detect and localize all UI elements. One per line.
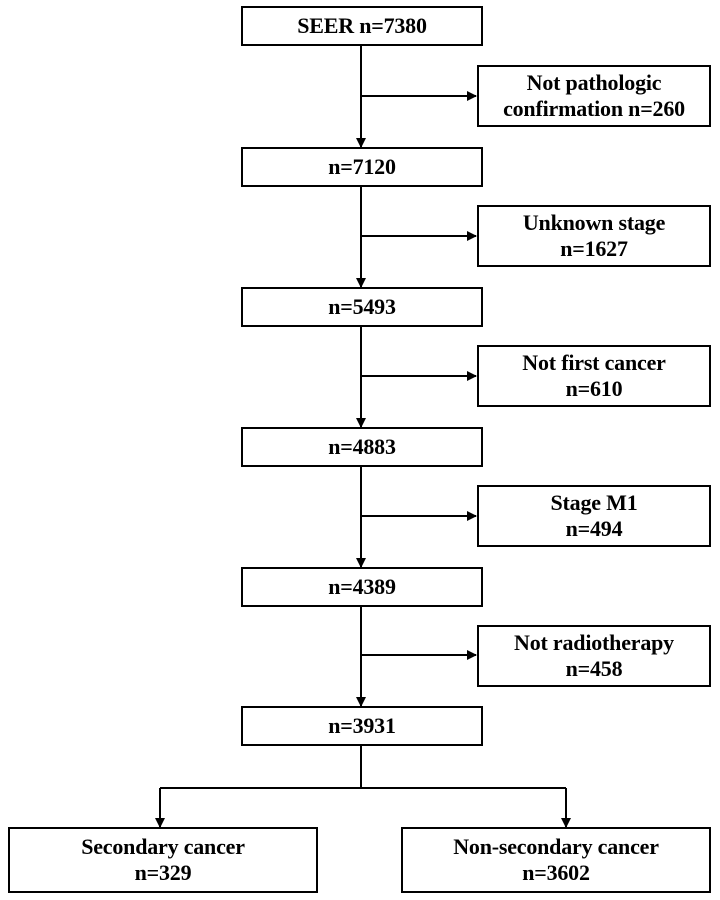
step-count: n=4883 (328, 434, 396, 459)
step-box-5: n=3931 (241, 706, 483, 746)
step-box-2: n=5493 (241, 287, 483, 327)
exclusion-box-3: Not first cancer n=610 (477, 345, 711, 407)
step-box-3: n=4883 (241, 427, 483, 467)
exclusion-line-1: Unknown stage (522, 210, 666, 235)
outcome-box-non-secondary: Non-secondary cancer n=3602 (401, 827, 711, 893)
source-box-text: SEER n=7380 (297, 13, 427, 39)
exclusion-line-1: Stage M1 (550, 490, 638, 515)
exclusion-box-2: Unknown stage n=1627 (477, 205, 711, 267)
exclusion-line-1: Not radiotherapy (514, 630, 674, 655)
exclusion-line-1: Not first cancer (522, 350, 666, 375)
step-box-1: n=7120 (241, 147, 483, 187)
exclusion-line-2: n=458 (565, 656, 623, 681)
exclusion-line-1: Not pathologic (526, 70, 662, 95)
step-count: n=7120 (328, 154, 396, 179)
outcome-label: Non-secondary cancer (453, 834, 659, 859)
source-count: n=7380 (359, 13, 427, 38)
step-box-4: n=4389 (241, 567, 483, 607)
outcome-count: n=329 (134, 860, 192, 885)
step-count: n=5493 (328, 294, 396, 319)
source-box: SEER n=7380 (241, 6, 483, 46)
exclusion-line-2: confirmation n=260 (503, 96, 685, 121)
exclusion-box-5: Not radiotherapy n=458 (477, 625, 711, 687)
step-count: n=4389 (328, 574, 396, 599)
exclusion-box-4: Stage M1 n=494 (477, 485, 711, 547)
exclusion-line-2: n=610 (565, 376, 623, 401)
outcome-count: n=3602 (522, 860, 590, 885)
outcome-box-secondary: Secondary cancer n=329 (8, 827, 318, 893)
outcome-label: Secondary cancer (81, 834, 245, 859)
exclusion-box-1: Not pathologic confirmation n=260 (477, 65, 711, 127)
step-count: n=3931 (328, 713, 396, 738)
source-label: SEER (297, 13, 360, 38)
exclusion-line-2: n=494 (565, 516, 623, 541)
exclusion-line-2: n=1627 (560, 236, 628, 261)
